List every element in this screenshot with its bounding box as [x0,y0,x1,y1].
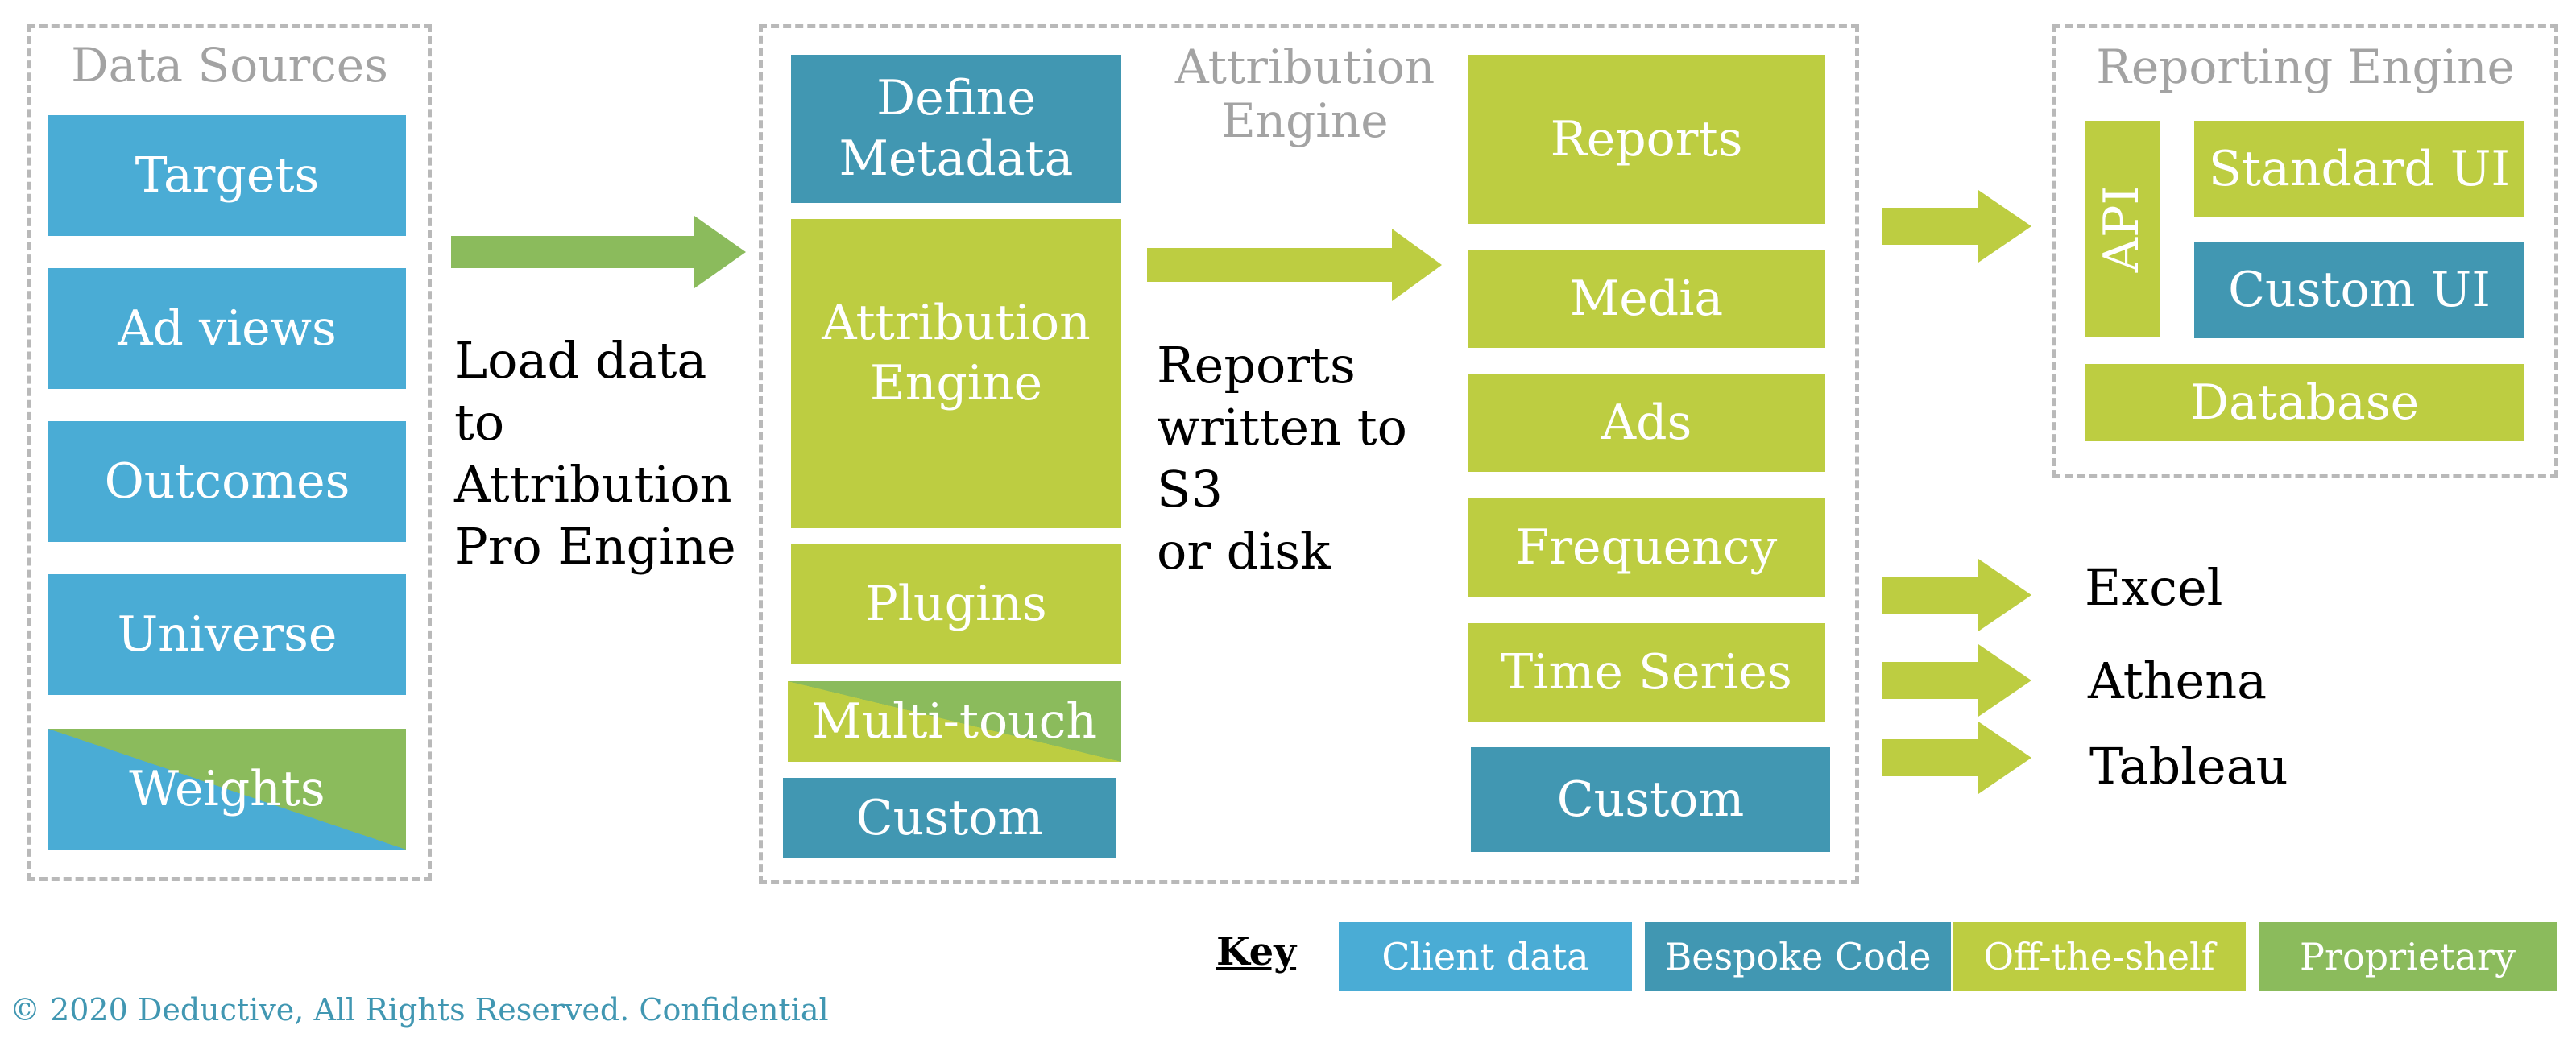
api-box: API [2085,121,2160,337]
output-media: Media [1468,250,1825,348]
source-weights: Weights [48,729,406,850]
api-label: API [2094,185,2151,272]
source-targets: Targets [48,115,406,236]
source-ad-views: Ad views [48,268,406,389]
key-off-the-shelf: Off-the-shelf [1953,922,2246,991]
output-frequency: Frequency [1468,498,1825,597]
arrow-to-athena [1882,644,2031,717]
define-metadata-line: Define [876,70,1036,126]
arrow-to-excel [1882,559,2031,631]
attribution-engine-title-line: Attribution [1174,39,1435,94]
attribution-engine-core-line: Attribution [822,295,1091,351]
key-bespoke-code: Bespoke Code [1645,922,1951,991]
reporting-engine-title: Reporting Engine [2096,39,2515,94]
load-label-line: Attribution [454,454,732,514]
output-time-series: Time Series [1468,623,1825,722]
arrow-to-reporting [1882,190,2031,263]
database-box: Database [2085,364,2524,441]
reports-written-line: S3 [1157,459,1223,519]
key-client-data: Client data [1339,922,1632,991]
source-outcomes: Outcomes [48,421,406,542]
data-sources-title: Data Sources [71,38,388,93]
key-label: Key [1216,929,1297,974]
multi-touch-box: Multi-touch [788,681,1121,762]
attribution-engine-title-line: Engine [1221,93,1389,148]
source-universe: Universe [48,574,406,695]
define-metadata-line: Metadata [839,130,1074,187]
destination-excel: Excel [2085,558,2223,617]
define-metadata-box: Define Metadata [791,55,1121,203]
load-label-line: Pro Engine [454,516,736,576]
reporting-engine-group [2052,24,2558,478]
key-proprietary: Proprietary [2259,922,2557,991]
destination-tableau: Tableau [2089,737,2288,796]
attribution-engine-core-line: Engine [869,355,1043,411]
attribution-engine-core: Attribution Engine [791,219,1121,528]
attribution-engine-group [759,24,1859,884]
reports-written-line: Reports [1157,336,1356,395]
load-label: Load data to Attribution Pro Engine [454,330,736,578]
plugins-box: Plugins [791,544,1121,664]
reports-written-line: written to [1157,397,1407,457]
arrow-load [451,216,746,288]
reports-written-label: Reports written to S3 or disk [1157,335,1407,583]
standard-ui-box: Standard UI [2194,121,2524,217]
custom-ui-box: Custom UI [2194,242,2524,338]
load-label-line: to [454,392,505,452]
destination-athena: Athena [2088,651,2267,710]
output-custom: Custom [1471,747,1830,852]
arrow-to-tableau [1882,722,2031,794]
engine-custom-box: Custom [783,778,1116,858]
output-ads: Ads [1468,374,1825,472]
load-label-line: Load data [454,331,707,390]
data-sources-group [27,24,432,881]
arrow-reports [1147,229,1442,301]
attribution-engine-title: Attribution Engine [1136,40,1474,147]
copyright-notice: © 2020 Deductive, All Rights Reserved. C… [10,992,829,1028]
output-reports: Reports [1468,55,1825,224]
reports-written-line: or disk [1157,521,1331,581]
